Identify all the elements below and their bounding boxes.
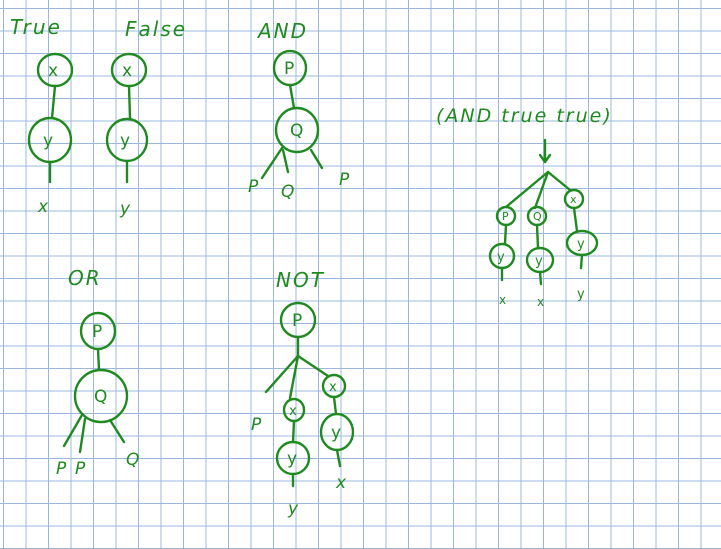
node-q (274, 106, 320, 154)
leaf-x: x (499, 293, 506, 307)
leaf-x: x (335, 473, 347, 493)
leaf-p: P (339, 170, 350, 190)
node-y-label: y (120, 131, 130, 151)
leaf-x: x (537, 295, 544, 309)
title-or: OR (68, 266, 102, 290)
leaf-y: y (577, 287, 585, 302)
node-y-label: y (287, 449, 297, 469)
title-and: AND (256, 19, 308, 43)
leaf-p: P (251, 415, 262, 435)
leaf-q: Q (126, 450, 139, 470)
node-x-label: x (329, 380, 337, 395)
leaf-p: P (248, 177, 259, 197)
node-x-label: x (289, 404, 297, 419)
leaf-y: y (287, 499, 299, 519)
node-y-label: y (497, 250, 505, 265)
node-x-label: x (122, 61, 132, 81)
node-q-label: Q (533, 210, 542, 223)
node-q-label: Q (290, 121, 303, 141)
tree-not: P P x y y x y x (251, 301, 355, 519)
node-y-label: y (331, 423, 341, 443)
tree-true: x y x (27, 52, 74, 217)
title-true: True (10, 15, 62, 39)
node-p-label: P (292, 311, 302, 331)
leaf-y: y (119, 199, 131, 219)
node-q (73, 368, 129, 424)
tree-and-true-true: P y x Q y x x y y (488, 138, 599, 309)
tree-and: P Q P Q P (248, 49, 350, 202)
title-false: False (125, 17, 187, 41)
node-x-label: x (570, 193, 577, 206)
node-y-label: y (535, 254, 543, 269)
leaf-p: P (56, 459, 67, 479)
leaf-x: x (37, 197, 49, 217)
tree-false: x y y (105, 52, 149, 219)
leaf-p: P (75, 459, 86, 479)
node-q-label: Q (94, 387, 107, 407)
node-p-label: P (92, 322, 102, 342)
node-y-label: y (577, 237, 585, 252)
node-x-label: x (48, 61, 58, 81)
tree-or: P Q P P Q (56, 311, 139, 479)
title-expr: (AND true true) (436, 105, 613, 127)
node-p-label: P (502, 210, 509, 223)
leaf-q: Q (281, 182, 294, 202)
node-p-label: P (284, 59, 294, 79)
node-y-label: y (43, 131, 53, 151)
title-not: NOT (276, 268, 325, 292)
